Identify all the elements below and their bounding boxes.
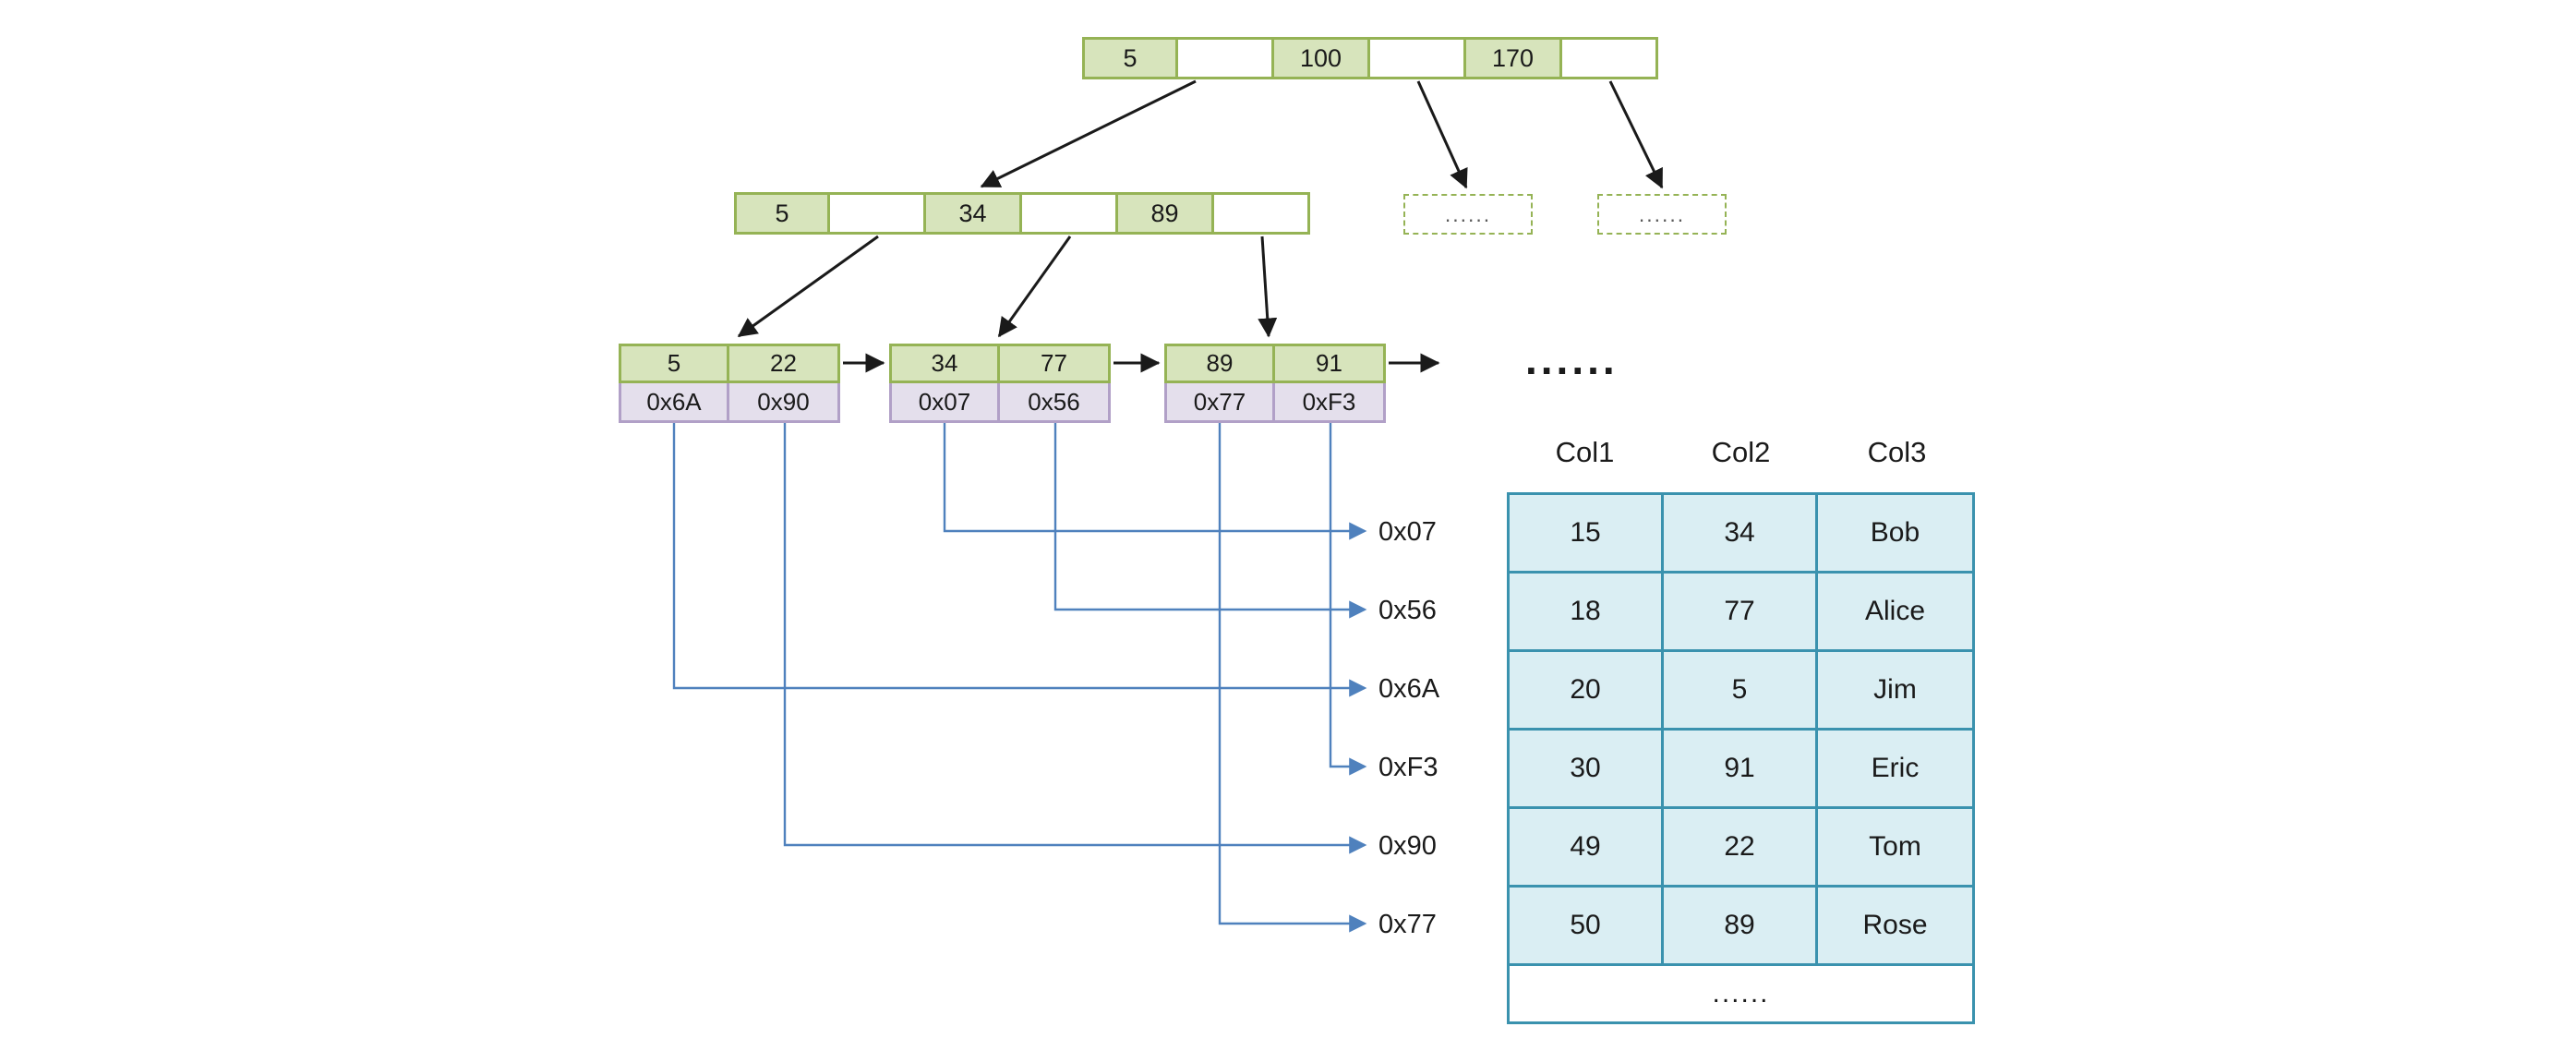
leaf-address-cell: 0xF3 xyxy=(1275,383,1386,423)
table-cell: Alice xyxy=(1818,574,1972,652)
table-cell: Bob xyxy=(1818,495,1972,574)
root-key-cell: 170 xyxy=(1466,37,1562,79)
table-cell: 89 xyxy=(1664,888,1818,966)
address-label: 0x77 xyxy=(1378,909,1437,939)
leaf-key-cell: 34 xyxy=(889,344,1000,383)
address-label: 0x6A xyxy=(1378,673,1440,704)
pointer-line-0x6A xyxy=(672,422,1367,697)
table-ellipsis-row: ...... xyxy=(1510,966,1972,1021)
leaf-address-cell: 0x77 xyxy=(1164,383,1275,423)
leaf-key-row: 34 77 xyxy=(889,344,1111,383)
pointer-line-0x90 xyxy=(783,422,1367,854)
internal-pointer-cell xyxy=(1022,192,1118,235)
table-cell: 20 xyxy=(1510,652,1664,731)
root-pointer-cell xyxy=(1562,37,1658,79)
internal-pointer-cell xyxy=(830,192,926,235)
table-header-col2: Col2 xyxy=(1711,436,1771,468)
table-cell: Jim xyxy=(1818,652,1972,731)
pointer-line-0x77 xyxy=(1218,422,1367,933)
pointer-line-0xF3 xyxy=(1329,422,1367,776)
table-cell: 77 xyxy=(1664,574,1818,652)
table-cell: 15 xyxy=(1510,495,1664,574)
pointer-line-0x56 xyxy=(1053,422,1367,619)
address-label: 0x07 xyxy=(1378,516,1437,547)
edge-root-to-dashed-1 xyxy=(1416,80,1468,189)
table-cell: 49 xyxy=(1510,809,1664,888)
leaf-address-row: 0x77 0xF3 xyxy=(1164,383,1386,423)
data-table: 15 34 Bob 18 77 Alice 20 5 Jim 30 91 Eri… xyxy=(1507,492,1975,1024)
pointer-line-0x07 xyxy=(943,422,1367,540)
table-row: 18 77 Alice xyxy=(1510,574,1972,652)
leaf-address-cell: 0x6A xyxy=(619,383,729,423)
table-cell: Eric xyxy=(1818,731,1972,809)
table-cell: Tom xyxy=(1818,809,1972,888)
more-leaves-ellipsis: ...... xyxy=(1525,335,1619,383)
leaf-node-1: 5 22 0x6A 0x90 xyxy=(619,344,840,423)
edge-root-to-internal xyxy=(980,79,1197,188)
leaf-key-row: 89 91 xyxy=(1164,344,1386,383)
table-cell: 18 xyxy=(1510,574,1664,652)
leaf-key-cell: 77 xyxy=(1000,344,1111,383)
root-pointer-cell xyxy=(1178,37,1274,79)
leaf-node-3: 89 91 0x77 0xF3 xyxy=(1164,344,1386,423)
edge-internal-to-leaf-1 xyxy=(737,235,879,338)
root-pointer-cell xyxy=(1370,37,1466,79)
table-cell: 5 xyxy=(1664,652,1818,731)
leaf-node-2: 34 77 0x07 0x56 xyxy=(889,344,1111,423)
leaf-address-row: 0x6A 0x90 xyxy=(619,383,840,423)
table-row: 50 89 Rose xyxy=(1510,888,1972,966)
table-cell: 30 xyxy=(1510,731,1664,809)
table-cell: 34 xyxy=(1664,495,1818,574)
leaf-key-cell: 91 xyxy=(1275,344,1386,383)
internal-node: 5 34 89 xyxy=(734,192,1310,235)
table-row: 15 34 Bob xyxy=(1510,495,1972,574)
address-label: 0x90 xyxy=(1378,830,1437,861)
internal-key-cell: 5 xyxy=(734,192,830,235)
leaf-key-cell: 22 xyxy=(729,344,840,383)
address-label: 0x56 xyxy=(1378,595,1437,625)
table-row: 49 22 Tom xyxy=(1510,809,1972,888)
table-cell: 22 xyxy=(1664,809,1818,888)
leaf-address-row: 0x07 0x56 xyxy=(889,383,1111,423)
table-cell: Rose xyxy=(1818,888,1972,966)
leaf-key-cell: 89 xyxy=(1164,344,1275,383)
root-key-cell: 100 xyxy=(1274,37,1370,79)
leaf-address-cell: 0x07 xyxy=(889,383,1000,423)
edge-internal-to-leaf-3 xyxy=(1258,236,1278,338)
table-row: 20 5 Jim xyxy=(1510,652,1972,731)
table-row: 30 91 Eric xyxy=(1510,731,1972,809)
table-header-col3: Col3 xyxy=(1867,436,1927,468)
table-cell: 91 xyxy=(1664,731,1818,809)
edge-internal-to-leaf-2 xyxy=(997,236,1072,338)
leaf-address-cell: 0x56 xyxy=(1000,383,1111,423)
table-cell: 50 xyxy=(1510,888,1664,966)
table-header-col1: Col1 xyxy=(1555,436,1615,468)
dashed-node-1: ...... xyxy=(1403,194,1533,235)
internal-key-cell: 89 xyxy=(1118,192,1214,235)
leaf-key-row: 5 22 xyxy=(619,344,840,383)
dashed-node-2: ...... xyxy=(1597,194,1727,235)
internal-pointer-cell xyxy=(1214,192,1310,235)
root-key-cell: 5 xyxy=(1082,37,1178,79)
address-label: 0xF3 xyxy=(1378,752,1438,782)
root-node: 5 100 170 xyxy=(1082,37,1658,79)
internal-key-cell: 34 xyxy=(926,192,1022,235)
leaf-address-cell: 0x90 xyxy=(729,383,840,423)
leaf-key-cell: 5 xyxy=(619,344,729,383)
edge-root-to-dashed-2 xyxy=(1608,80,1664,189)
table-headers: Col1 Col2 Col3 xyxy=(1507,436,1975,469)
